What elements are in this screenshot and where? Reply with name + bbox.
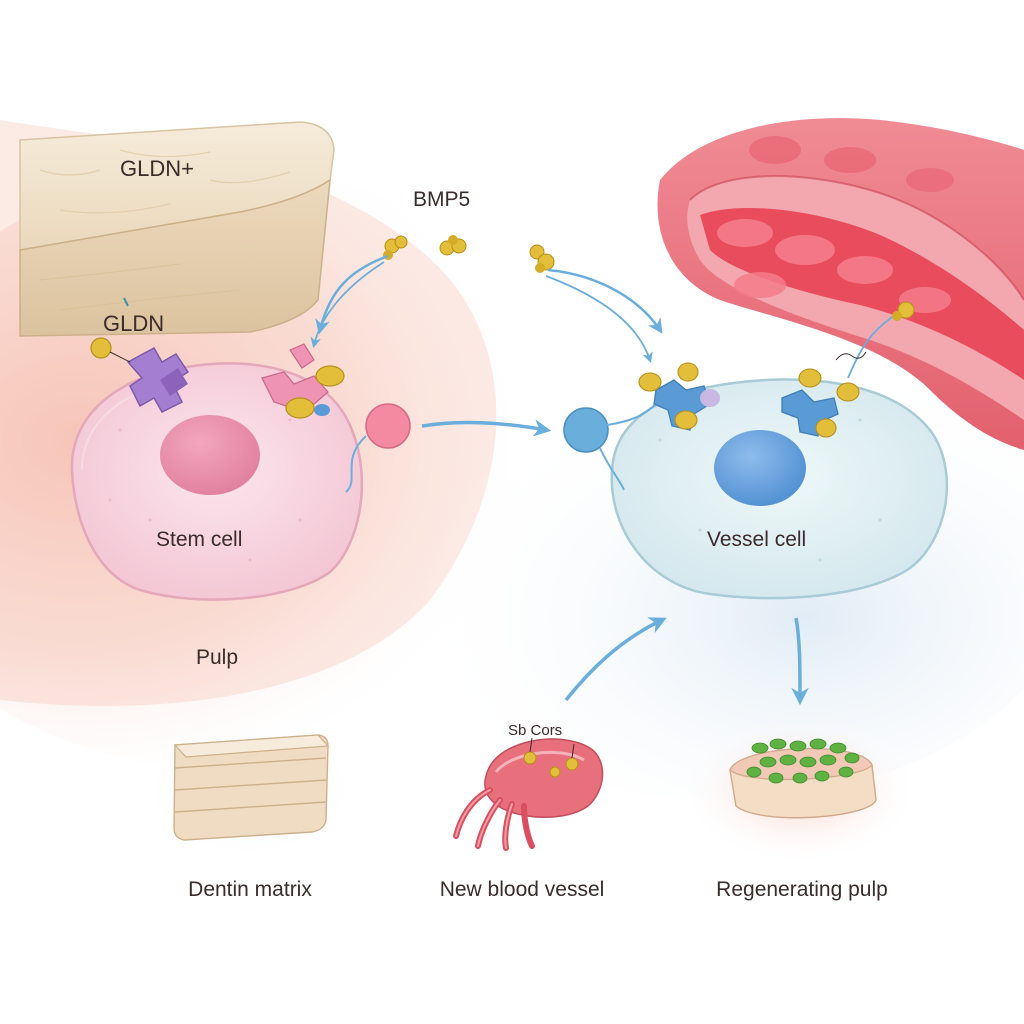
new-blood-vessel-illustration — [453, 737, 604, 851]
regenerating-pulp-caption: Regenerating pulp — [716, 878, 888, 901]
bmp5-ligand-vessel — [892, 301, 915, 321]
gldn-bound-ligand — [90, 337, 131, 363]
dentin-matrix-caption: Dentin matrix — [188, 878, 312, 901]
stem-cell-label: Stem cell — [156, 528, 243, 551]
stem-cell-receptor-complex — [261, 343, 345, 419]
bmp5-label: BMP5 — [413, 188, 471, 211]
vessel-cell-label: Vessel cell — [707, 528, 807, 551]
vessel-receptor-left — [638, 362, 720, 431]
vessel-receptor-right — [781, 368, 860, 438]
bmp5-trajectory-arrows — [310, 254, 663, 364]
new-blood-vessel-caption: New blood vessel — [439, 878, 605, 901]
pathway-arrows — [564, 617, 809, 706]
vessel-tether-lines — [835, 311, 901, 379]
vessel-cell-nucleus — [714, 430, 806, 506]
bmp5-ligand-left — [383, 235, 408, 260]
blood-vessel-cross-section — [657, 118, 1024, 451]
gldn-receptor — [126, 346, 190, 413]
dentin-matrix-illustration — [140, 720, 360, 860]
signal-fragment-label: Sb Cors — [508, 722, 563, 739]
gldn-plus-label: GLDN+ — [120, 156, 194, 181]
regenerating-pulp-illustration — [680, 715, 920, 865]
bmp5-ligand-center — [439, 235, 467, 256]
signal-transfer — [345, 399, 661, 493]
pulp-label: Pulp — [196, 646, 239, 669]
gldn-label: GLDN — [103, 311, 165, 336]
vessel-cell — [610, 378, 949, 600]
dentin-block — [19, 121, 335, 337]
stem-cell-nucleus — [160, 415, 260, 495]
bmp5-ligand-right — [529, 244, 555, 273]
